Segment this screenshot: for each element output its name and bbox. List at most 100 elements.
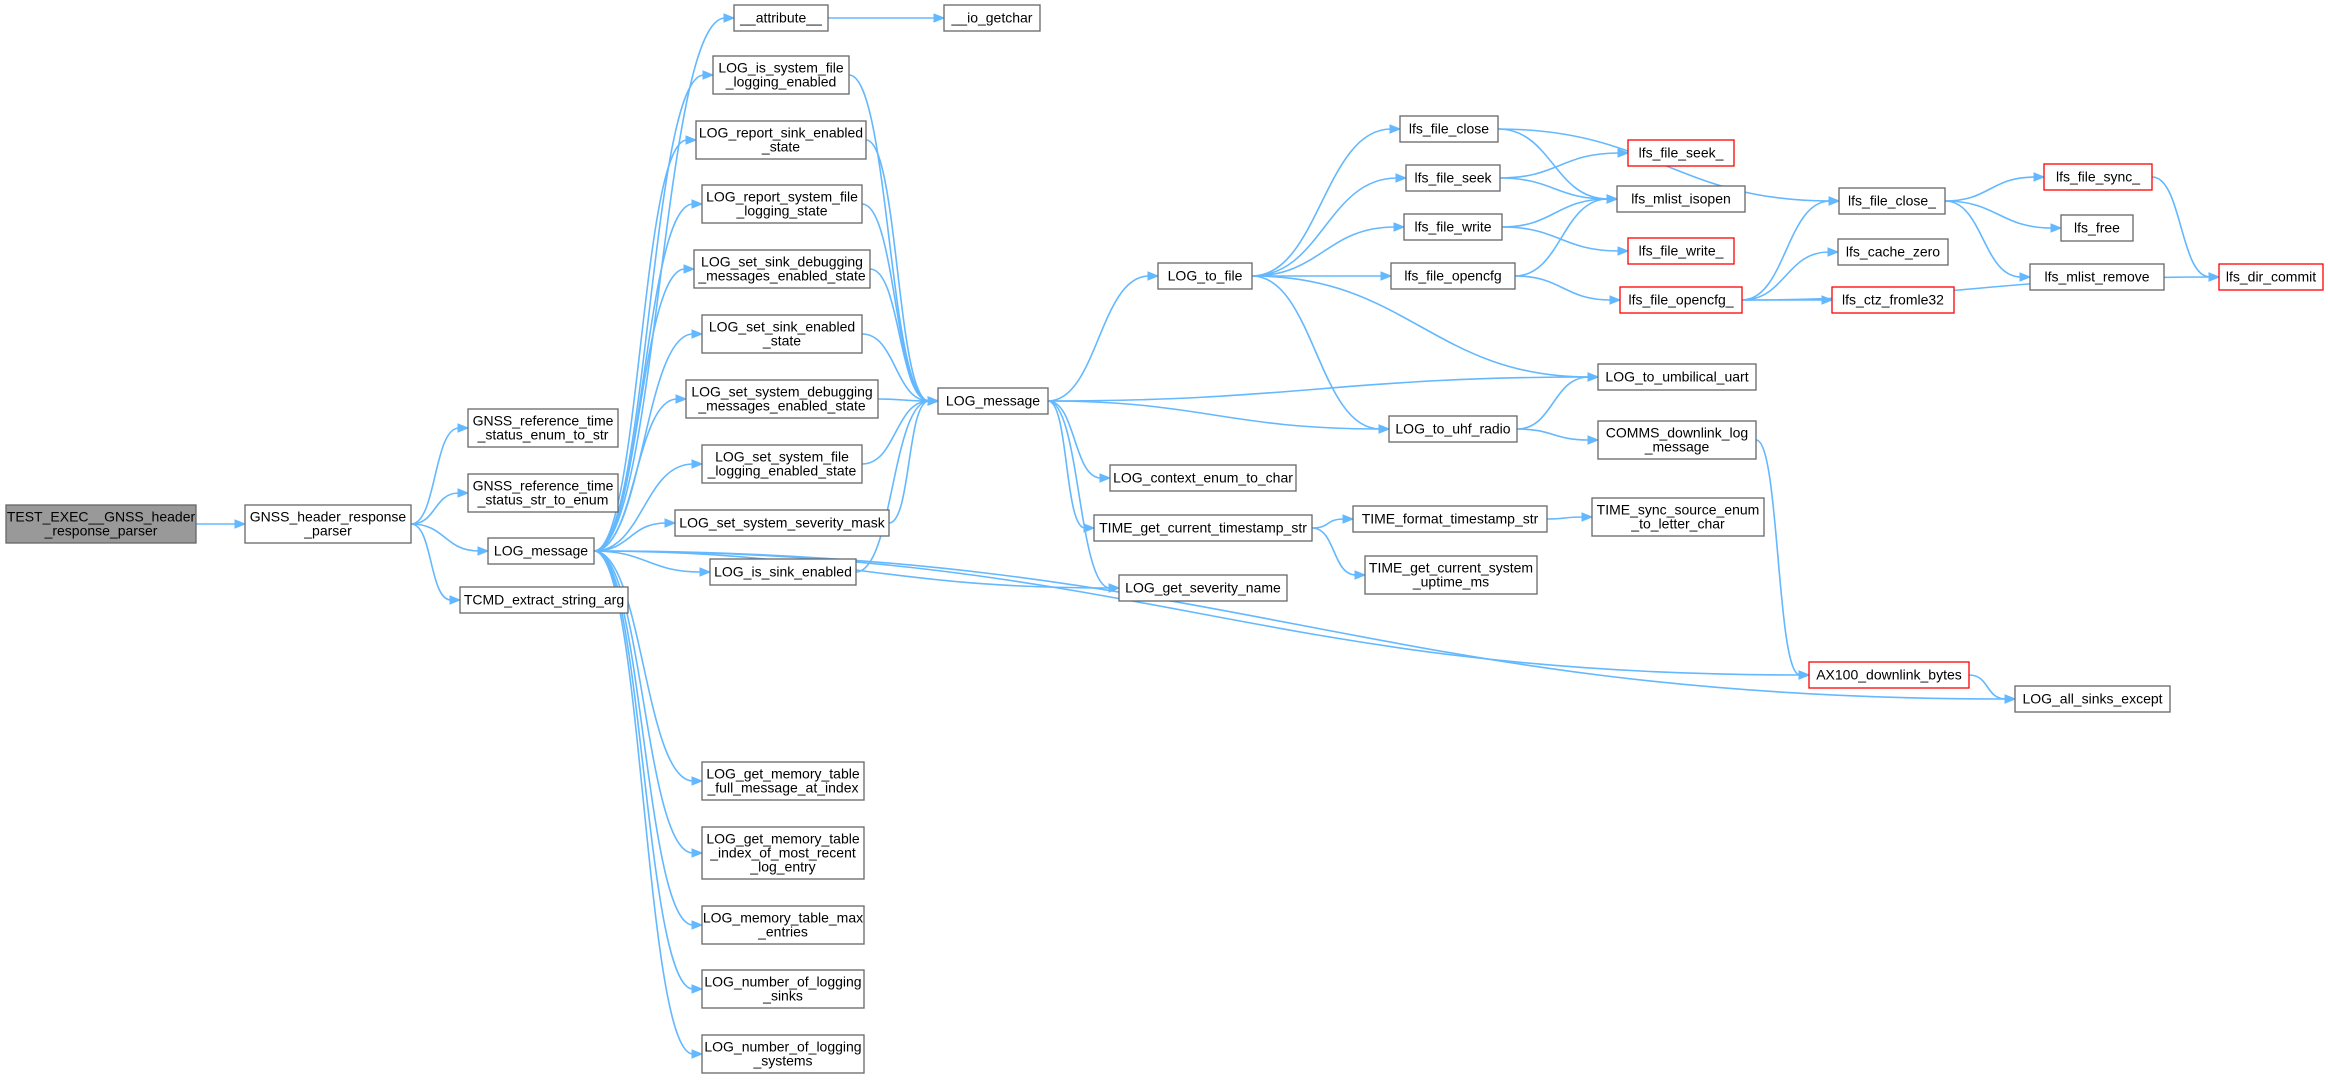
- node-log_is_sys_file[interactable]: LOG_is_system_file_logging_enabled: [712, 55, 850, 95]
- node-gnss_ref_str_to_enum[interactable]: GNSS_reference_time_status_str_to_enum: [467, 473, 619, 513]
- node-box[interactable]: [685, 379, 879, 419]
- node-log_get_mem_full[interactable]: LOG_get_memory_table_full_message_at_ind…: [701, 761, 865, 801]
- node-log_get_mem_index[interactable]: LOG_get_memory_table_index_of_most_recen…: [701, 826, 865, 880]
- node-box[interactable]: [937, 387, 1049, 415]
- node-ax100_downlink[interactable]: AX100_downlink_bytes: [1808, 661, 1970, 689]
- node-lfs_cache_zero[interactable]: lfs_cache_zero: [1837, 238, 1949, 266]
- node-lfs_file_sync_[interactable]: lfs_file_sync_: [2043, 163, 2153, 191]
- node-box[interactable]: [2014, 685, 2171, 713]
- node-log_to_umbilical[interactable]: LOG_to_umbilical_uart: [1597, 363, 1757, 391]
- node-comms_downlink[interactable]: COMMS_downlink_log_message: [1597, 420, 1757, 460]
- node-gnss_ref_enum_to_str[interactable]: GNSS_reference_time_status_enum_to_str: [467, 408, 619, 448]
- node-lfs_file_write_[interactable]: lfs_file_write_: [1627, 237, 1735, 265]
- node-log_report_sys_file[interactable]: LOG_report_system_file_logging_state: [701, 184, 863, 224]
- node-box[interactable]: [1619, 286, 1743, 314]
- node-box[interactable]: [1109, 464, 1297, 492]
- node-box[interactable]: [1399, 115, 1499, 143]
- node-log_mem_max[interactable]: LOG_memory_table_max_entries: [701, 905, 865, 945]
- node-box[interactable]: [709, 558, 857, 586]
- node-log_to_uhf[interactable]: LOG_to_uhf_radio: [1388, 415, 1518, 443]
- node-log_set_sys_debug[interactable]: LOG_set_system_debugging_messages_enable…: [685, 379, 879, 419]
- node-log_set_sys_sev[interactable]: LOG_set_system_severity_mask: [674, 509, 890, 537]
- node-box[interactable]: [1616, 185, 1746, 213]
- node-box[interactable]: [695, 120, 867, 160]
- node-box[interactable]: [1591, 497, 1765, 537]
- node-box[interactable]: [1388, 415, 1518, 443]
- node-lfs_file_seek_[interactable]: lfs_file_seek_: [1627, 139, 1735, 167]
- node-box[interactable]: [701, 184, 863, 224]
- node-box[interactable]: [1157, 262, 1253, 290]
- node-lfs_file_write[interactable]: lfs_file_write: [1403, 213, 1503, 241]
- node-time_get_ts_str[interactable]: TIME_get_current_timestamp_str: [1093, 514, 1313, 542]
- node-box[interactable]: [1597, 363, 1757, 391]
- node-box[interactable]: [701, 969, 865, 1009]
- node-box[interactable]: [1352, 505, 1548, 533]
- node-box[interactable]: [1627, 237, 1735, 265]
- node-box[interactable]: [1627, 139, 1735, 167]
- node-box[interactable]: [943, 4, 1041, 32]
- node-box[interactable]: [1837, 238, 1949, 266]
- node-log_num_systems[interactable]: LOG_number_of_logging_systems: [701, 1034, 865, 1074]
- node-lfs_ctz_fromle32[interactable]: lfs_ctz_fromle32: [1831, 286, 1955, 314]
- node-box[interactable]: [2060, 214, 2134, 242]
- node-time_uptime[interactable]: TIME_get_current_system_uptime_ms: [1364, 555, 1538, 595]
- node-box[interactable]: [1808, 661, 1970, 689]
- node-log_set_sink_debug[interactable]: LOG_set_sink_debugging_messages_enabled_…: [693, 249, 871, 289]
- node-lfs_file_close_[interactable]: lfs_file_close_: [1838, 187, 1946, 215]
- node-log_get_sev_name[interactable]: LOG_get_severity_name: [1118, 574, 1288, 602]
- node-lfs_mlist_isopen[interactable]: lfs_mlist_isopen: [1616, 185, 1746, 213]
- node-box[interactable]: [1597, 420, 1757, 460]
- node-attribute[interactable]: __attribute__: [733, 4, 829, 32]
- node-root[interactable]: TEST_EXEC__GNSS_header_response_parser: [5, 504, 197, 544]
- node-box[interactable]: [5, 504, 197, 544]
- node-time_fmt_ts[interactable]: TIME_format_timestamp_str: [1352, 505, 1548, 533]
- node-log_num_sinks[interactable]: LOG_number_of_logging_sinks: [701, 969, 865, 1009]
- node-lfs_free[interactable]: lfs_free: [2060, 214, 2134, 242]
- node-log_message_b[interactable]: LOG_message: [937, 387, 1049, 415]
- node-box[interactable]: [1390, 262, 1516, 290]
- node-box[interactable]: [674, 509, 890, 537]
- node-box[interactable]: [1118, 574, 1288, 602]
- node-box[interactable]: [701, 761, 865, 801]
- node-box[interactable]: [2218, 263, 2324, 291]
- node-box[interactable]: [1405, 164, 1501, 192]
- node-box[interactable]: [1093, 514, 1313, 542]
- node-box[interactable]: [467, 408, 619, 448]
- node-log_is_sink_enabled[interactable]: LOG_is_sink_enabled: [709, 558, 857, 586]
- node-box[interactable]: [701, 826, 865, 880]
- node-log_set_sys_file[interactable]: LOG_set_system_file_logging_enabled_stat…: [701, 444, 863, 484]
- node-time_sync_src[interactable]: TIME_sync_source_enum_to_letter_char: [1591, 497, 1765, 537]
- node-gnss_hrp[interactable]: GNSS_header_response_parser: [244, 504, 412, 544]
- node-log_all_sinks_except[interactable]: LOG_all_sinks_except: [2014, 685, 2171, 713]
- node-tcmd_extract[interactable]: TCMD_extract_string_arg: [459, 586, 629, 614]
- node-log_to_file[interactable]: LOG_to_file: [1157, 262, 1253, 290]
- node-box[interactable]: [487, 537, 595, 565]
- node-box[interactable]: [1403, 213, 1503, 241]
- node-io_getchar[interactable]: __io_getchar: [943, 4, 1041, 32]
- node-lfs_file_seek[interactable]: lfs_file_seek: [1405, 164, 1501, 192]
- node-log_set_sink_enabled[interactable]: LOG_set_sink_enabled_state: [701, 314, 863, 354]
- node-lfs_dir_commit[interactable]: lfs_dir_commit: [2218, 263, 2324, 291]
- node-box[interactable]: [244, 504, 412, 544]
- node-lfs_file_opencfg[interactable]: lfs_file_opencfg: [1390, 262, 1516, 290]
- node-lfs_mlist_remove[interactable]: lfs_mlist_remove: [2029, 263, 2165, 291]
- node-box[interactable]: [467, 473, 619, 513]
- node-box[interactable]: [2043, 163, 2153, 191]
- node-box[interactable]: [701, 1034, 865, 1074]
- node-box[interactable]: [693, 249, 871, 289]
- node-box[interactable]: [712, 55, 850, 95]
- node-box[interactable]: [701, 314, 863, 354]
- node-log_context_enum[interactable]: LOG_context_enum_to_char: [1109, 464, 1297, 492]
- node-box[interactable]: [459, 586, 629, 614]
- node-log_report_sink[interactable]: LOG_report_sink_enabled_state: [695, 120, 867, 160]
- node-box[interactable]: [733, 4, 829, 32]
- node-lfs_file_opencfg_[interactable]: lfs_file_opencfg_: [1619, 286, 1743, 314]
- node-box[interactable]: [701, 444, 863, 484]
- node-box[interactable]: [1364, 555, 1538, 595]
- node-log_message_a[interactable]: LOG_message: [487, 537, 595, 565]
- node-box[interactable]: [2029, 263, 2165, 291]
- node-box[interactable]: [701, 905, 865, 945]
- node-box[interactable]: [1831, 286, 1955, 314]
- node-lfs_file_close[interactable]: lfs_file_close: [1399, 115, 1499, 143]
- node-box[interactable]: [1838, 187, 1946, 215]
